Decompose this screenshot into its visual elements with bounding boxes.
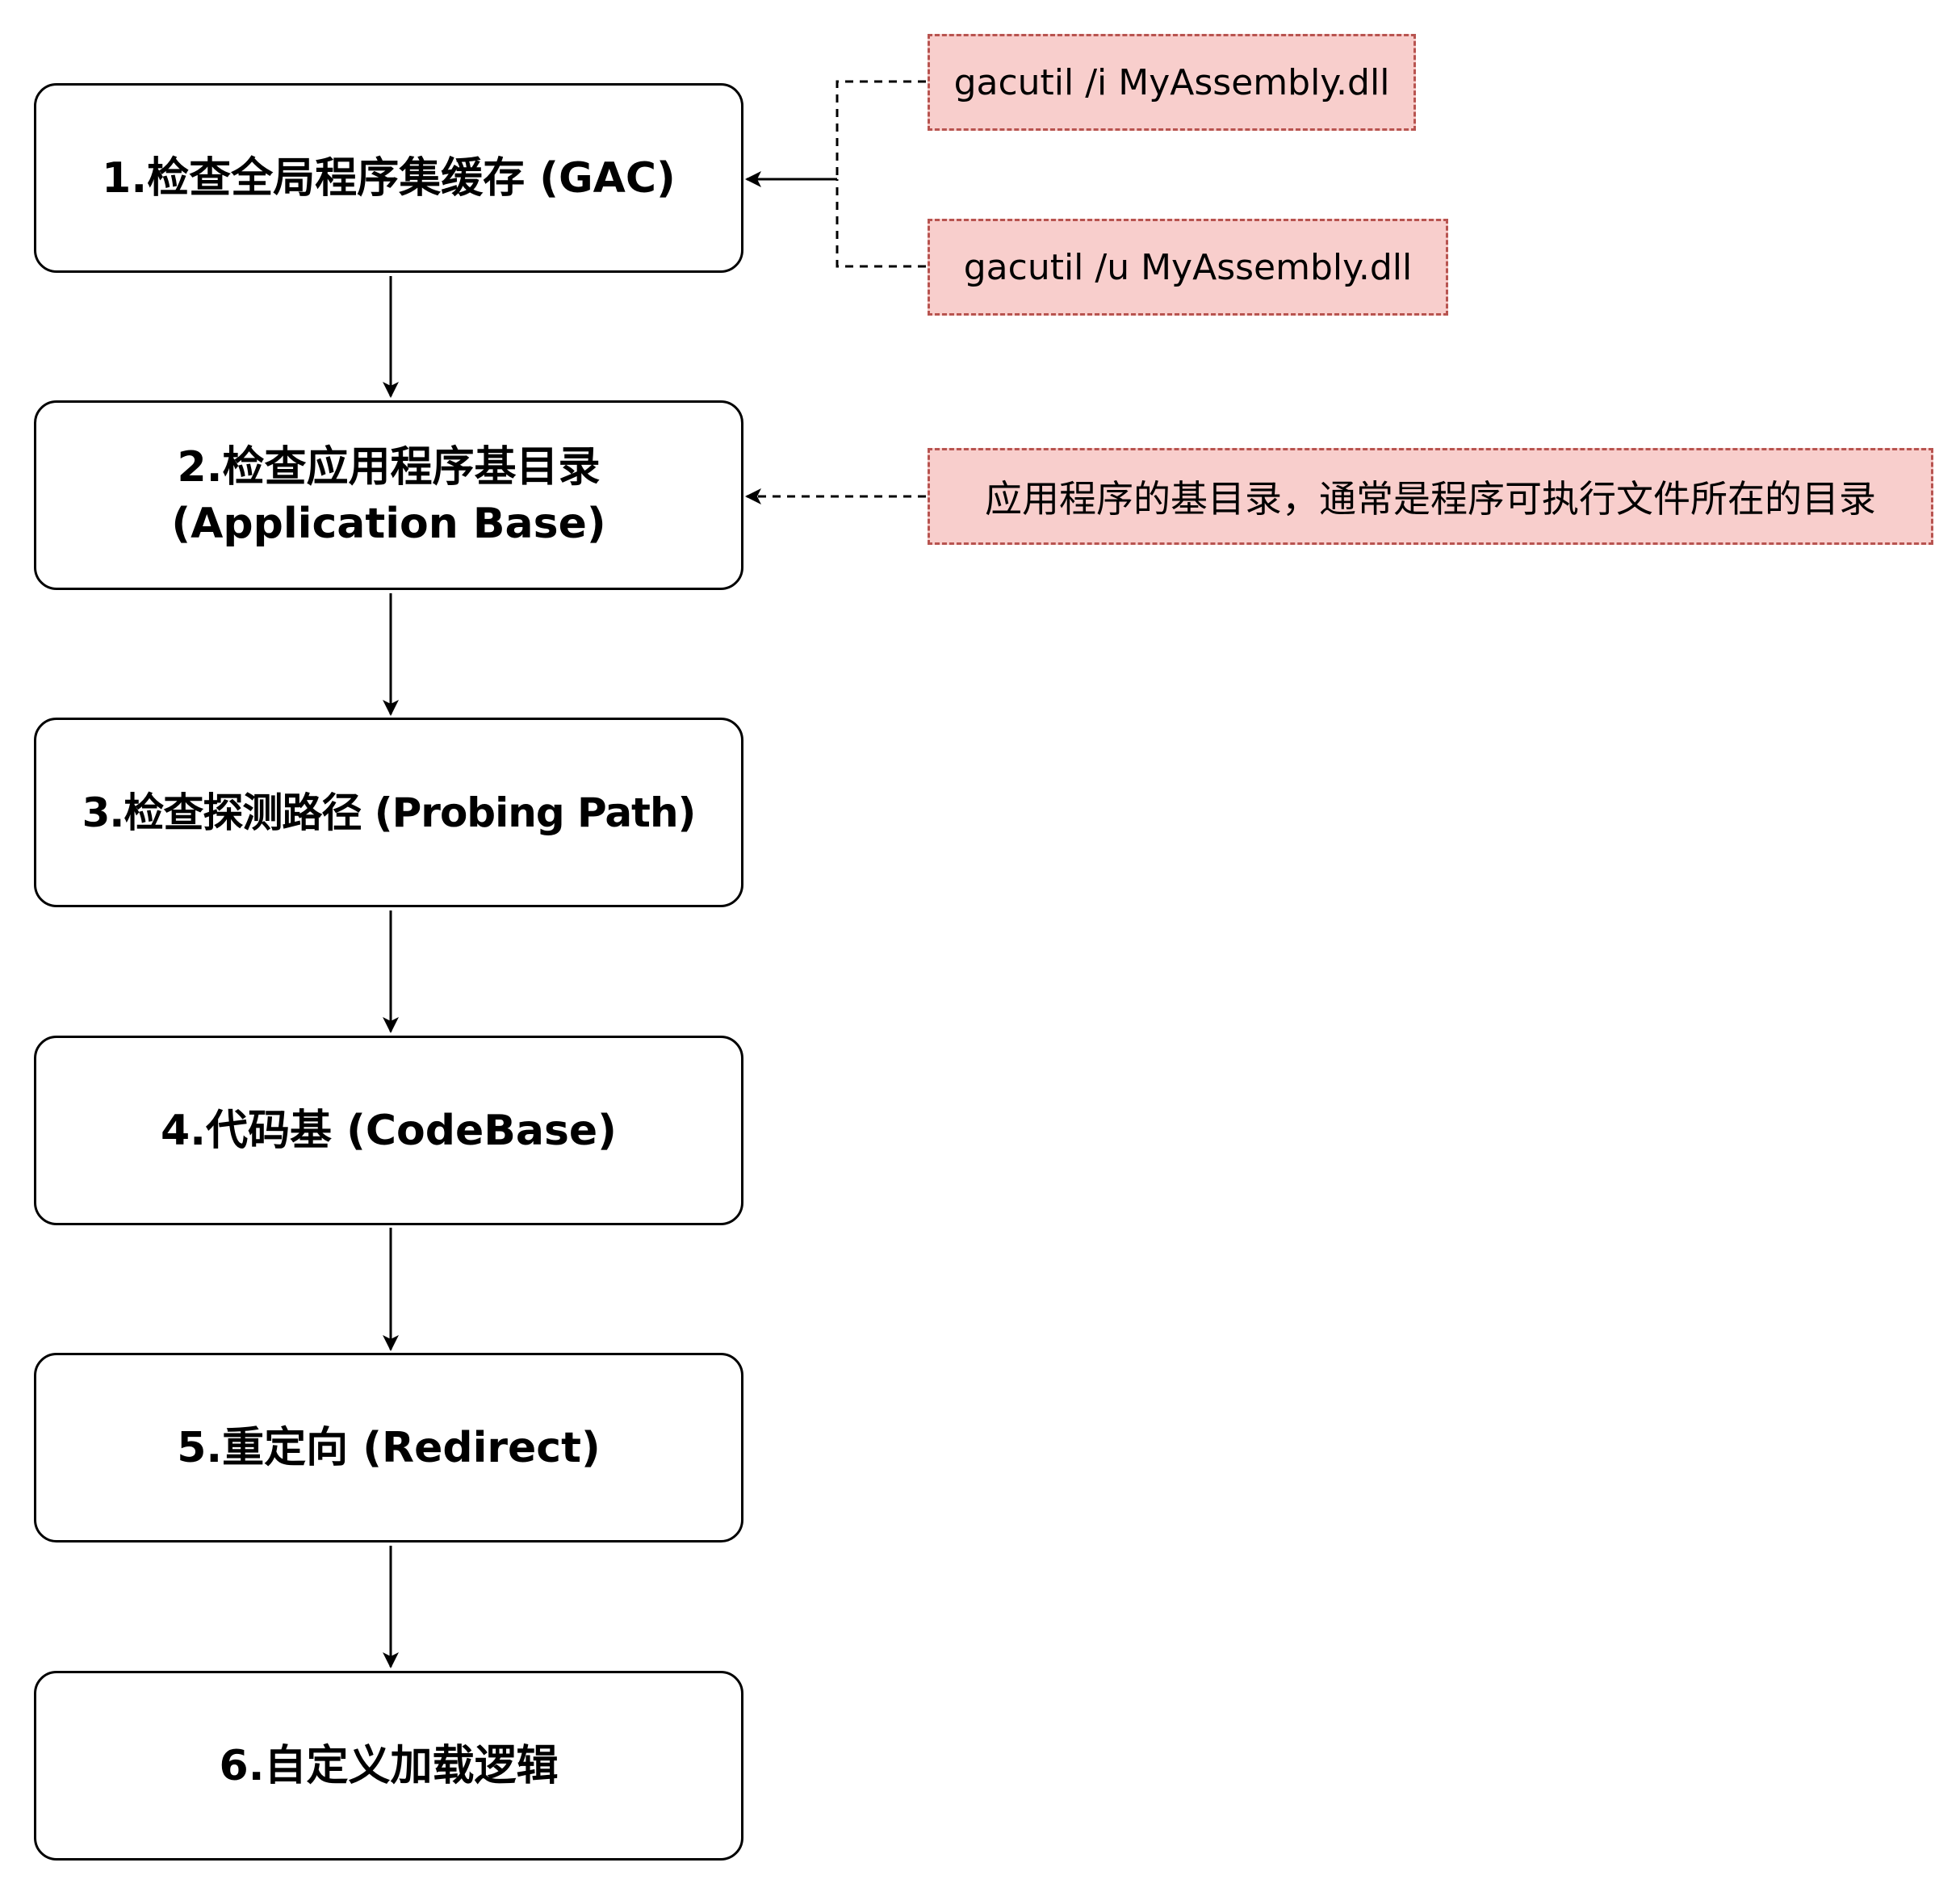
step-3-label: 3.检查探测路径 (Probing Path)	[82, 789, 697, 836]
step-2-label-line2: (Application Base)	[171, 499, 606, 548]
note-gacutil-install: gacutil /i MyAssembly.dll	[928, 34, 1416, 131]
note-app-base: 应用程序的基目录，通常是程序可执行文件所在的目录	[928, 448, 1933, 545]
note-gacutil-uninstall: gacutil /u MyAssembly.dll	[928, 219, 1448, 316]
note-gacutil-uninstall-text: gacutil /u MyAssembly.dll	[963, 246, 1413, 288]
step-2-label: 2.检查应用程序基目录 (Application Base)	[58, 439, 720, 552]
step-2-label-line1: 2.检查应用程序基目录	[177, 442, 601, 492]
step-4-label: 4.代码基 (CodeBase)	[161, 1106, 617, 1155]
step-3-box: 3.检查探测路径 (Probing Path)	[34, 718, 743, 907]
dashed-link-gacutil-uninstall	[836, 179, 926, 268]
note-gacutil-install-text: gacutil /i MyAssembly.dll	[953, 61, 1390, 103]
step-4-box: 4.代码基 (CodeBase)	[34, 1036, 743, 1225]
step-5-box: 5.重定向 (Redirect)	[34, 1353, 743, 1542]
step-6-label: 6.自定义加载逻辑	[219, 1741, 559, 1790]
step-6-box: 6.自定义加载逻辑	[34, 1671, 743, 1861]
dashed-link-gacutil-install	[836, 80, 926, 179]
step-2-box: 2.检查应用程序基目录 (Application Base)	[34, 400, 743, 590]
step-1-label: 1.检查全局程序集缓存 (GAC)	[102, 153, 676, 203]
note-app-base-text: 应用程序的基目录，通常是程序可执行文件所在的目录	[985, 477, 1876, 521]
step-5-label: 5.重定向 (Redirect)	[177, 1423, 601, 1472]
step-1-box: 1.检查全局程序集缓存 (GAC)	[34, 83, 743, 273]
